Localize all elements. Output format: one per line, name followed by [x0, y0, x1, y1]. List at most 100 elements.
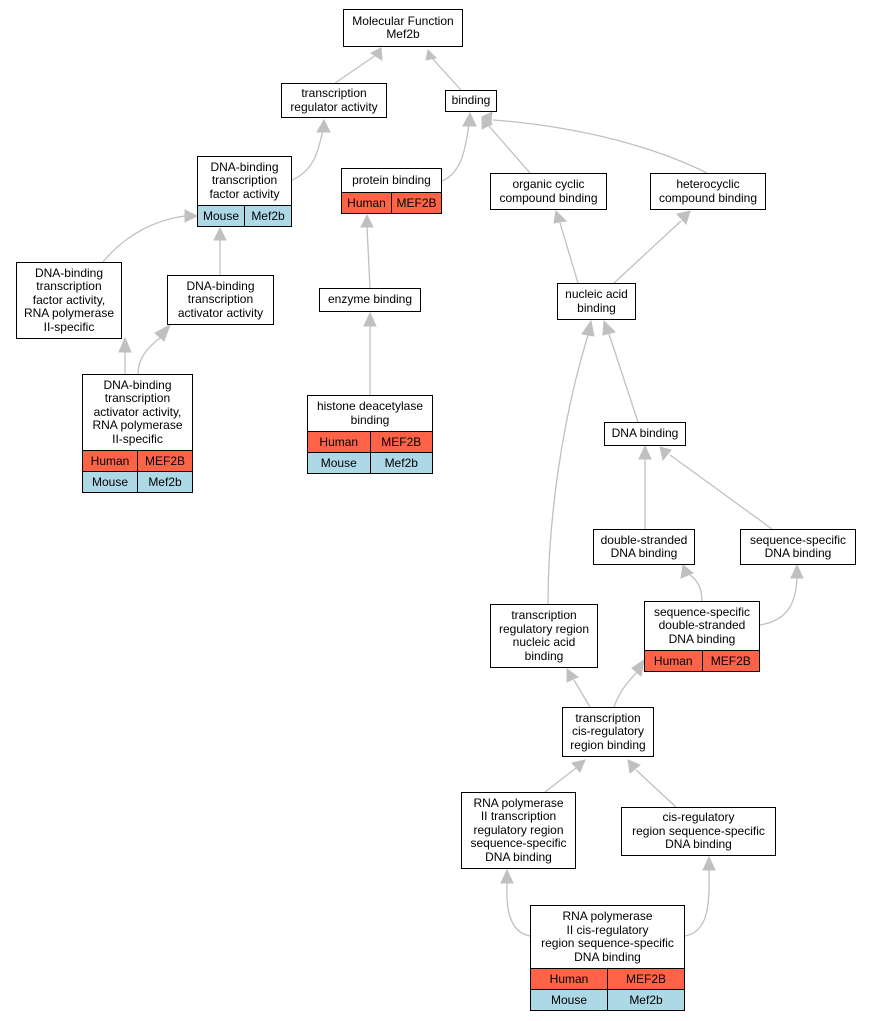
edge-nucleic-acid-to-heterocyclic	[613, 210, 691, 284]
gene-symbol-cell: MEF2B	[137, 451, 192, 471]
go-term-label: DNA-binding transcription activator acti…	[92, 377, 183, 446]
go-term-enzyme-binding[interactable]: enzyme binding	[319, 288, 421, 312]
gene-symbol-cell: Mef2b	[607, 990, 684, 1010]
go-term-tr-region[interactable]: transcription regulatory region nucleic …	[490, 604, 598, 668]
go-term-dbtf-pol2[interactable]: DNA-binding transcription factor activit…	[16, 262, 122, 339]
annotation-row-human: Human MEF2B	[308, 431, 432, 452]
go-term-label: RNA polymerase II transcription regulato…	[470, 795, 567, 864]
arrowhead-icon	[631, 658, 645, 677]
go-term-label: transcription regulatory region nucleic …	[498, 608, 590, 663]
go-term-cis-reg[interactable]: transcription cis-regulatory region bind…	[562, 707, 654, 757]
arrowhead-icon	[553, 209, 568, 224]
go-term-ds-dna[interactable]: double-stranded DNA binding	[593, 529, 695, 565]
arrowhead-icon	[363, 311, 377, 327]
annotation-row-mouse: Mouse Mef2b	[198, 205, 291, 226]
edge-line	[430, 56, 462, 91]
arrowhead-icon	[118, 336, 132, 353]
go-term-organic-cyclic[interactable]: organic cyclic compound binding	[490, 173, 607, 210]
go-term-label: DNA binding	[611, 426, 679, 441]
go-term-pol2-tr-region[interactable]: RNA polymerase II transcription regulato…	[461, 792, 576, 869]
edge-cis-reg-to-ss-ds-dna	[613, 658, 645, 708]
go-term-dbta[interactable]: DNA-binding transcription activator acti…	[167, 275, 274, 325]
gene-symbol-cell: Mef2b	[244, 206, 291, 226]
arrowhead-icon	[481, 111, 493, 127]
edge-dna-binding-to-nucleic-acid	[602, 319, 639, 423]
edge-line	[506, 882, 531, 937]
edge-dbta-pol2-to-dbtf-pol2	[118, 336, 132, 374]
edge-heterocyclic-to-binding	[481, 111, 708, 174]
go-term-dna-binding[interactable]: DNA binding	[604, 422, 686, 446]
gene-symbol-cell: Mef2b	[137, 472, 192, 492]
arrowhead-icon	[425, 48, 438, 61]
edge-ds-dna-to-dna-binding	[638, 444, 652, 529]
go-term-cis-reg-ss[interactable]: cis-regulatory region sequence-specific …	[621, 807, 776, 856]
arrowhead-icon	[676, 210, 691, 225]
species-cell: Human	[653, 654, 693, 668]
edge-line	[613, 671, 638, 708]
edge-tr-region-to-nucleic-acid	[547, 319, 595, 605]
go-term-tr-reg[interactable]: transcription regulator activity	[281, 83, 387, 118]
edge-ss-ds-dna-to-ds-dna	[680, 564, 703, 602]
arrowhead-icon	[659, 446, 672, 462]
go-term-label: binding	[451, 93, 491, 108]
annotation-row-human: Human MEF2B	[83, 450, 192, 471]
edge-enzyme-binding-to-protein-binding	[360, 213, 374, 289]
go-term-label: sequence-specific double-stranded DNA bi…	[653, 604, 751, 646]
arrowhead-icon	[571, 759, 586, 773]
go-term-label: enzyme binding	[327, 292, 413, 307]
edge-line	[102, 215, 186, 263]
species-cell: Human	[90, 454, 130, 468]
arrowhead-icon	[790, 563, 804, 579]
edge-nucleic-acid-to-organic-cyclic	[553, 209, 579, 284]
arrowhead-icon	[500, 868, 514, 884]
go-term-binding[interactable]: binding	[445, 90, 497, 112]
arrowhead-icon	[581, 319, 595, 337]
edge-line	[488, 125, 531, 174]
go-term-ss-dna[interactable]: sequence-specific DNA binding	[740, 529, 856, 565]
arrowhead-icon	[462, 111, 477, 127]
edge-line	[366, 226, 371, 289]
go-term-dbtf[interactable]: DNA-binding transcription factor activit…	[197, 156, 292, 227]
go-term-pol2-cis-reg[interactable]: RNA polymerase II cis-regulatory region …	[530, 905, 685, 1011]
go-term-label: sequence-specific DNA binding	[749, 532, 847, 560]
go-term-ss-ds-dna[interactable]: sequence-specific double-stranded DNA bi…	[644, 601, 760, 672]
edge-dbta-to-dbtf	[213, 226, 227, 275]
arrowhead-icon	[680, 564, 694, 579]
edge-line	[669, 454, 773, 530]
edge-pol2-cis-reg-to-pol2-tr-region	[500, 868, 531, 937]
gene-symbol-cell: MEF2B	[369, 432, 433, 452]
edge-line	[573, 679, 591, 708]
go-term-label: DNA-binding transcription factor activit…	[23, 265, 115, 334]
arrowhead-icon	[627, 759, 641, 774]
go-term-nucleic-acid[interactable]: nucleic acid binding	[557, 283, 636, 320]
gene-symbol-cell: MEF2B	[701, 651, 760, 671]
edge-line	[334, 52, 380, 84]
species-cell: Human	[347, 196, 386, 210]
species-cell: Human	[549, 972, 589, 986]
edge-line	[544, 767, 577, 793]
edge-line	[608, 333, 639, 423]
edge-pol2-tr-region-to-cis-reg	[544, 759, 586, 793]
edge-ss-dna-to-dna-binding	[659, 446, 773, 530]
species-cell: Mouse	[550, 993, 588, 1007]
go-term-label: cis-regulatory region sequence-specific …	[632, 810, 765, 852]
go-term-heterocyclic[interactable]: heterocyclic compound binding	[650, 173, 766, 210]
edge-line	[759, 577, 798, 626]
species-cell: Mouse	[320, 456, 357, 470]
edge-line	[492, 119, 708, 174]
go-term-dbta-pol2[interactable]: DNA-binding transcription activator acti…	[82, 374, 193, 493]
arrowhead-icon	[702, 855, 716, 871]
edge-pol2-cis-reg-to-cis-reg-ss	[684, 855, 716, 937]
species-cell: Mouse	[202, 209, 240, 223]
edge-line	[547, 334, 589, 605]
species-cell: Human	[319, 435, 359, 449]
edge-dbtf-to-tr-reg	[291, 118, 331, 181]
go-term-mf-root[interactable]: Molecular Function Mef2b	[343, 9, 463, 47]
arrowhead-icon	[638, 444, 652, 460]
arrowhead-icon	[360, 213, 374, 228]
